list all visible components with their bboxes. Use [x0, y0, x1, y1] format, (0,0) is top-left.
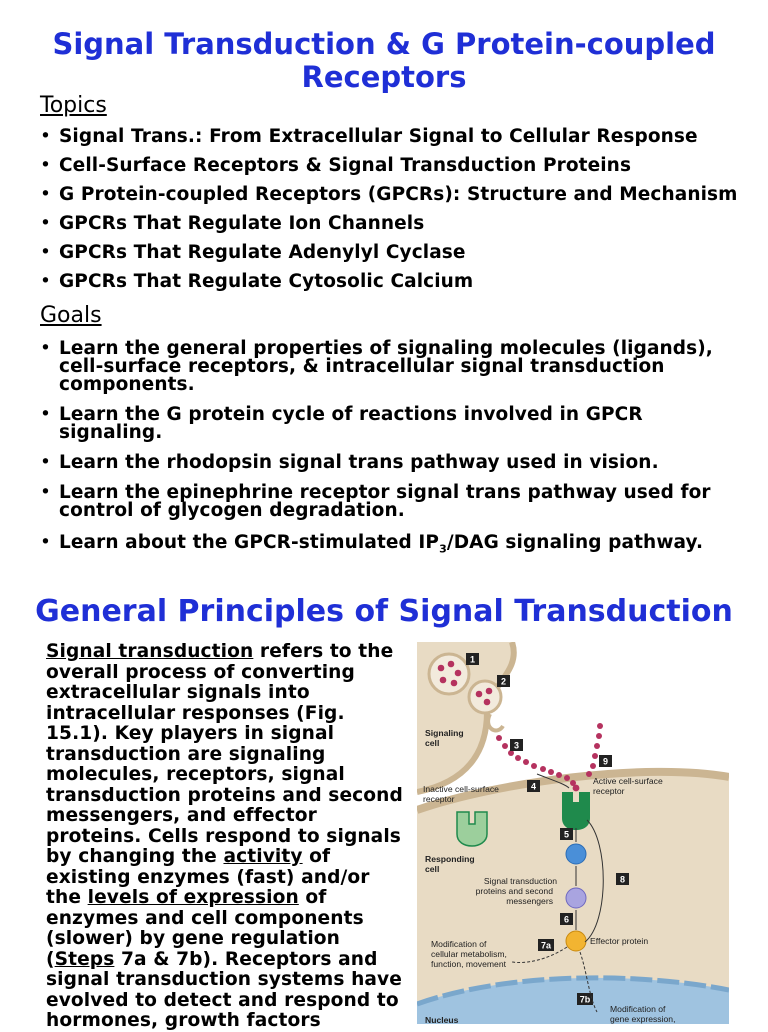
gene-mod-label-2: gene expression, — [610, 1014, 675, 1024]
page-title: Signal Transduction & G Protein-coupled … — [52, 27, 716, 94]
list-item: GPCRs That Regulate Ion Channels — [40, 214, 740, 233]
step-label: 1 — [470, 655, 475, 665]
term-levels-of-expression: levels of expression — [87, 887, 299, 908]
signal-transduction-figure: 1 2 3 4 5 6 7a 7b 8 9 Signaling cell Ina… — [417, 642, 729, 1024]
list-item: Cell-Surface Receptors & Signal Transduc… — [40, 156, 740, 175]
goals-list: Learn the general properties of signalin… — [40, 339, 715, 564]
section-heading: General Principles of Signal Transductio… — [35, 594, 733, 629]
step-badges — [466, 653, 629, 1005]
effector-label: Effector protein — [590, 936, 648, 946]
signaling-cell-label-2: cell — [425, 738, 439, 748]
step-label: 5 — [564, 830, 569, 840]
departing-ligands — [586, 723, 603, 777]
term-activity: activity — [223, 846, 303, 867]
list-item: Signal Trans.: From Extracellular Signal… — [40, 127, 740, 146]
bound-ligand — [572, 784, 580, 792]
responding-cell-membrane — [417, 767, 729, 814]
transduction-label-2: proteins and second — [476, 886, 554, 896]
inactive-receptor — [456, 811, 488, 847]
transduction-protein-2 — [565, 887, 587, 909]
effector-protein — [565, 930, 587, 952]
active-receptor-label-2: receptor — [593, 786, 625, 796]
list-item: G Protein-coupled Receptors (GPCRs): Str… — [40, 185, 740, 204]
list-item: GPCRs That Regulate Cytosolic Calcium — [40, 272, 740, 291]
nucleus-region — [417, 977, 729, 1024]
transduction-label-3: messengers — [506, 896, 553, 906]
step-label: 8 — [620, 875, 625, 885]
goal-text: /DAG signaling pathway. — [446, 532, 704, 553]
subscript: 3 — [439, 542, 447, 556]
term-signal-transduction: Signal transduction — [46, 641, 254, 662]
responding-cell-label-2: cell — [425, 864, 439, 874]
arrow — [536, 773, 570, 789]
ligands-in-vesicle — [475, 687, 493, 706]
modification-label-3: function, movement — [431, 959, 507, 969]
list-item: Learn the rhodopsin signal trans pathway… — [40, 453, 715, 472]
list-item: Learn the general properties of signalin… — [40, 339, 715, 394]
nucleus-label: Nucleus — [425, 1015, 459, 1024]
modification-label-2: cellular metabolism, — [431, 949, 507, 959]
list-item: Learn the G protein cycle of reactions i… — [40, 405, 715, 442]
text: refers to the overall process of convert… — [46, 641, 403, 867]
text: of existing enzymes (fast) and/or the — [46, 846, 370, 908]
step-label: 6 — [564, 915, 569, 925]
topics-list: Signal Trans.: From Extracellular Signal… — [40, 127, 740, 301]
arrow — [579, 951, 598, 1013]
active-receptor-label-1: Active cell-surface — [593, 776, 663, 786]
step-label: 3 — [514, 741, 519, 751]
inactive-receptor-label-2: receptor — [423, 794, 455, 804]
feedback-arrow — [584, 819, 604, 943]
transduction-label-1: Signal transduction — [484, 876, 557, 886]
vesicle — [467, 679, 503, 715]
list-item: Learn the epinephrine receptor signal tr… — [40, 483, 715, 520]
step-label: 7a — [541, 941, 552, 951]
gene-mod-label-1: Modification of — [610, 1004, 666, 1014]
inactive-receptor-label-1: Inactive cell-surface — [423, 784, 499, 794]
exocytosis-bulge — [486, 713, 505, 733]
arrow — [511, 946, 568, 963]
step-label: 2 — [501, 677, 506, 687]
step-label: 4 — [531, 782, 536, 792]
nucleus-envelope — [417, 975, 729, 1007]
transduction-protein-1 — [565, 843, 587, 865]
topics-heading: Topics — [40, 93, 107, 118]
step-label: 7b — [580, 995, 591, 1005]
term-steps: Steps — [54, 948, 115, 970]
released-ligands — [496, 735, 576, 786]
vesicle — [427, 652, 471, 696]
goal-text: Learn about the GPCR-stimulated IP — [59, 532, 440, 553]
signaling-cell-label-1: Signaling — [425, 728, 464, 738]
active-receptor — [562, 792, 590, 830]
list-item: GPCRs That Regulate Adenylyl Cyclase — [40, 243, 740, 262]
goals-heading: Goals — [40, 303, 102, 328]
ligands-in-vesicle — [437, 660, 462, 687]
step-label: 9 — [603, 757, 608, 767]
body-paragraph: Signal transduction refers to the overal… — [46, 641, 411, 1032]
list-item: Learn about the GPCR-stimulated IP3/DAG … — [40, 532, 715, 554]
text: of enzymes and cell components (slower) … — [46, 887, 364, 970]
modification-label-1: Modification of — [431, 939, 487, 949]
responding-cell-label-1: Responding — [425, 854, 475, 864]
